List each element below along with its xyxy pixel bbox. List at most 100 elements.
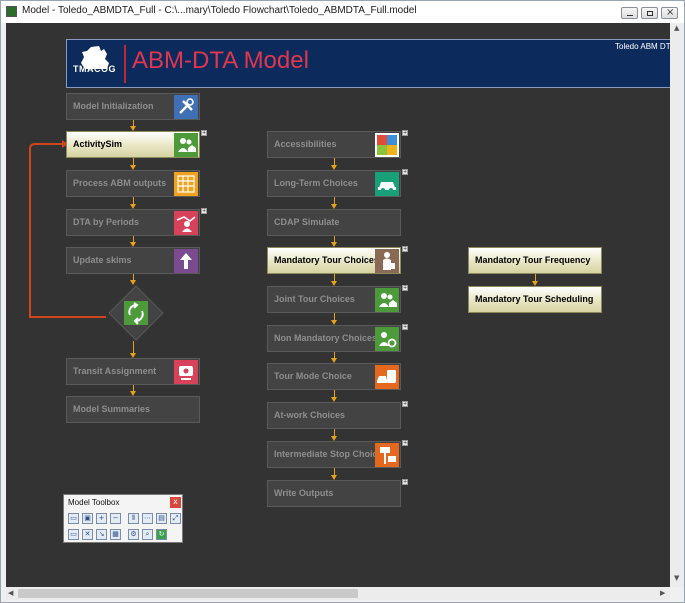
expand-subflow-button[interactable]: + [402, 324, 408, 330]
expand-subflow-button[interactable]: + [402, 130, 408, 136]
delete-step-icon[interactable]: ✕ [82, 529, 93, 540]
flow-arrowhead [331, 436, 337, 441]
flow-connector [334, 313, 335, 321]
step-cdap-simulate[interactable]: CDAP Simulate [267, 209, 401, 236]
step-non-mandatory-choices[interactable]: Non Mandatory Choices [267, 325, 401, 352]
flow-connector [535, 274, 536, 282]
step-write-outputs[interactable]: Write Outputs [267, 480, 401, 507]
flow-connector [133, 120, 134, 127]
open-icon[interactable]: ▣ [82, 513, 93, 524]
step-tour-mode-choice[interactable]: Tour Mode Choice [267, 363, 401, 390]
step-accessibilities[interactable]: Accessibilities [267, 131, 401, 158]
toolbox-title: Model Toolbox [68, 498, 120, 507]
step-label: Joint Tour Choices [274, 294, 355, 304]
select-icon[interactable]: ▦ [110, 529, 121, 540]
zoom-in-icon[interactable]: + [96, 513, 107, 524]
step-label: Model Initialization [73, 101, 154, 111]
step-long-term-choices[interactable]: Long-Term Choices [267, 170, 401, 197]
flow-arrowhead [331, 320, 337, 325]
refresh-icon[interactable]: ↻ [156, 529, 167, 540]
zoom-out-icon[interactable]: − [110, 513, 121, 524]
tmacog-logo [81, 46, 109, 69]
expand-subflow-button[interactable]: + [402, 169, 408, 175]
step-label: Mandatory Tour Frequency [475, 255, 591, 265]
step-label: Intermediate Stop Choices [274, 449, 388, 459]
toolbox-close-button[interactable]: x [170, 497, 181, 508]
step-at-work-choices[interactable]: At-work Choices [267, 402, 401, 429]
close-button[interactable]: × [661, 7, 678, 19]
flow-connector [334, 197, 335, 205]
flow-arrowhead [331, 358, 337, 363]
new-model-icon[interactable]: ▭ [68, 513, 79, 524]
step-model-summaries[interactable]: Model Summaries [66, 396, 200, 423]
step-update-skims[interactable]: Update skims [66, 247, 200, 274]
step-mandatory-tour-frequency[interactable]: Mandatory Tour Frequency [468, 247, 602, 274]
step-label: CDAP Simulate [274, 217, 340, 227]
step-activitysim[interactable]: ActivitySim [66, 131, 200, 158]
expand-subflow-button[interactable]: + [402, 246, 408, 252]
flow-arrowhead [130, 204, 136, 209]
flow-connector [133, 197, 134, 205]
fit-icon[interactable]: ⤢ [170, 513, 181, 524]
banner-corner-text: Toledo ABM DTA [615, 42, 670, 51]
title-bar[interactable]: Model - Toledo_ABMDTA_Full - C:\...mary\… [1, 1, 684, 23]
step-label: At-work Choices [274, 410, 346, 420]
expand-subflow-button[interactable]: + [402, 401, 408, 407]
step-process-abm-outputs[interactable]: Process ABM outputs [66, 170, 200, 197]
flow-connector [133, 341, 134, 354]
flow-arrowhead [331, 242, 337, 247]
flow-arrowhead [130, 353, 136, 358]
flow-arrowhead [532, 281, 538, 286]
add-step-icon[interactable]: ▭ [68, 529, 79, 540]
tools-icon [174, 95, 198, 119]
expand-subflow-button[interactable]: + [402, 479, 408, 485]
step-label: Mandatory Tour Choices [274, 255, 379, 265]
find-icon[interactable]: ⌕ [142, 529, 153, 540]
step-label: Transit Assignment [73, 366, 157, 376]
step-mandatory-tour-scheduling[interactable]: Mandatory Tour Scheduling [468, 286, 602, 313]
flow-connector [133, 236, 134, 243]
step-label: Mandatory Tour Scheduling [475, 294, 594, 304]
flow-arrowhead [130, 391, 136, 396]
car-icon [375, 172, 399, 196]
people-house-icon [375, 288, 399, 312]
banner-divider [124, 45, 126, 83]
expand-subflow-button[interactable]: + [402, 440, 408, 446]
stop-icon [375, 443, 399, 467]
vertical-scrollbar[interactable]: ▲ ▼ [670, 23, 684, 587]
flowchart-canvas[interactable]: TMACOG ABM-DTA Model Toledo ABM DTA Mode… [6, 23, 670, 587]
step-dta-by-periods[interactable]: DTA by Periods [66, 209, 200, 236]
step-label: DTA by Periods [73, 217, 140, 227]
expand-subflow-button[interactable]: + [402, 285, 408, 291]
app-icon [6, 6, 17, 17]
distribute-icon[interactable]: ⋯ [142, 513, 153, 524]
flow-arrowhead [331, 475, 337, 480]
flow-connector [334, 352, 335, 359]
window-title: Model - Toledo_ABMDTA_Full - C:\...mary\… [22, 5, 417, 16]
flow-connector [334, 429, 335, 437]
flow-connector [334, 236, 335, 243]
align-icon[interactable]: ⫴ [128, 513, 139, 524]
step-mandatory-tour-choices[interactable]: Mandatory Tour Choices [267, 247, 401, 274]
minimize-button[interactable] [621, 7, 638, 19]
expand-subflow-button[interactable]: + [201, 130, 207, 136]
step-transit-assignment[interactable]: Transit Assignment [66, 358, 200, 385]
settings-icon[interactable]: ⚙ [128, 529, 139, 540]
layout-icon[interactable]: ▤ [156, 513, 167, 524]
step-model-initialization[interactable]: Model Initialization [66, 93, 200, 120]
step-label: Update skims [73, 255, 132, 265]
horizontal-scroll-thumb[interactable] [18, 589, 358, 598]
step-label: Model Summaries [73, 404, 151, 414]
step-joint-tour-choices[interactable]: Joint Tour Choices [267, 286, 401, 313]
step-intermediate-stop-choices[interactable]: Intermediate Stop Choices [267, 441, 401, 468]
model-toolbox[interactable]: Model Toolbox x ▭▣+−⫴⋯▤⤢ ▭✕↘▦ ⚙⌕↻ [63, 494, 183, 543]
step-label: ActivitySim [73, 139, 123, 149]
flow-connector [334, 158, 335, 166]
loop-decision-diamond[interactable] [108, 285, 164, 341]
link-icon[interactable]: ↘ [96, 529, 107, 540]
flow-connector [334, 390, 335, 398]
expand-subflow-button[interactable]: + [201, 208, 207, 214]
maximize-button[interactable] [641, 7, 658, 19]
horizontal-scrollbar[interactable]: ◀ ▶ [6, 587, 670, 600]
logo-text: TMACOG [73, 64, 116, 74]
